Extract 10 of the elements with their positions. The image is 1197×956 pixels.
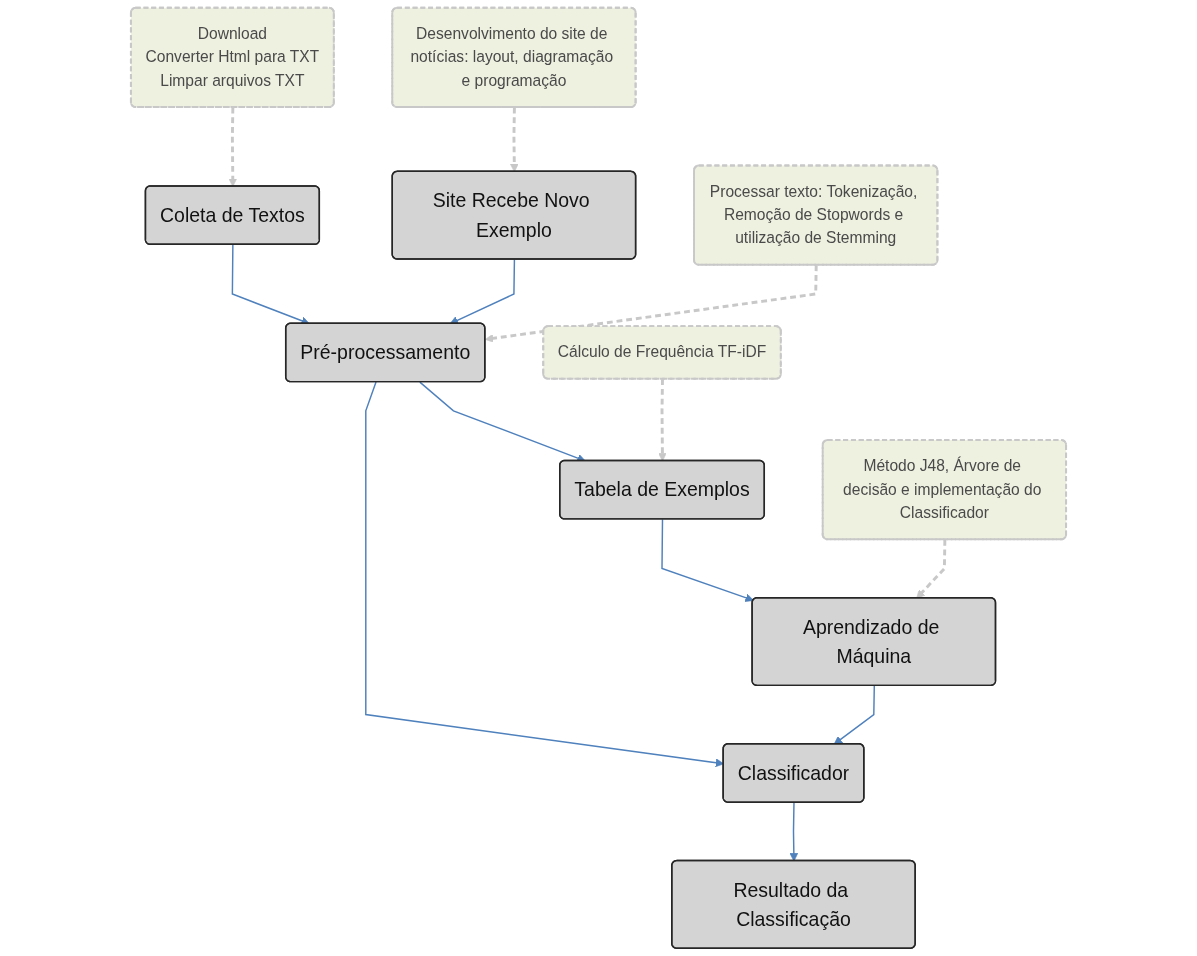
- arrow: [789, 801, 799, 862]
- arrow: [449, 258, 516, 325]
- arrow: [228, 107, 238, 187]
- arrow: [484, 265, 818, 343]
- arrow: [231, 244, 310, 325]
- arrow: [916, 539, 947, 599]
- arrow: [658, 379, 667, 462]
- arrow: [510, 107, 519, 173]
- arrow: [833, 685, 875, 745]
- arrow: [661, 518, 754, 602]
